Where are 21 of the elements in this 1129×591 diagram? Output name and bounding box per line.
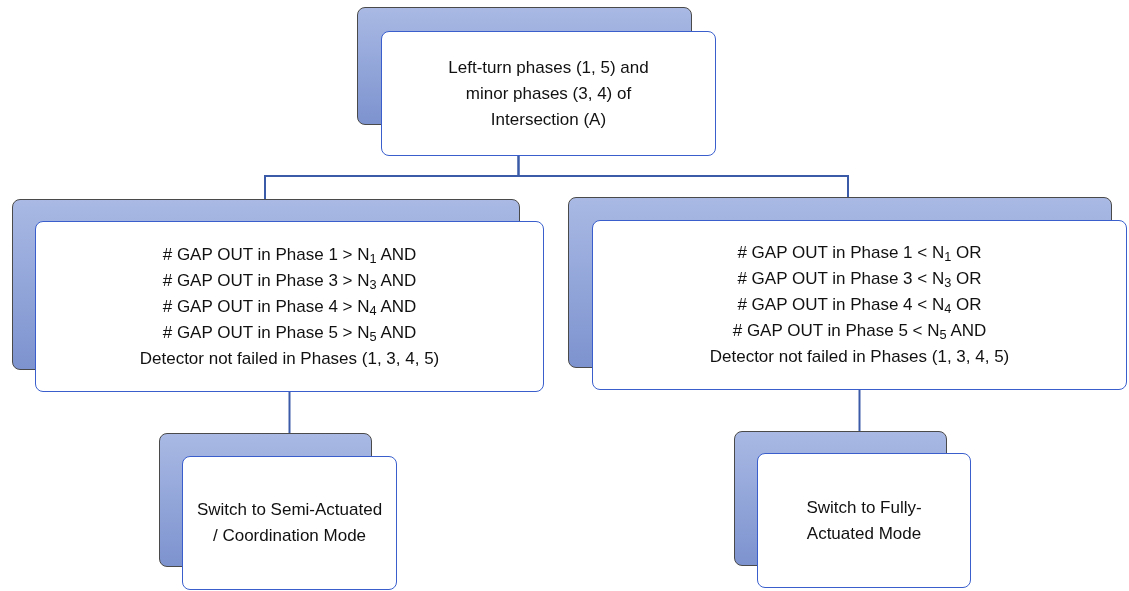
node-text: Left-turn phases (1, 5) and minor phases (3, 4) of Intersection (A) bbox=[447, 56, 650, 131]
node-text: # GAP OUT in Phase 5 > N$_{5}$ AND bbox=[162, 321, 417, 346]
node-text: Detector not failed in Phases (1, 3, 4, 5) bbox=[139, 347, 440, 370]
node-text: # GAP OUT in Phase 3 < N$_{3}$ OR bbox=[737, 268, 982, 292]
node-text: # GAP OUT in Phase 4 > N$_{4}$ AND bbox=[162, 295, 417, 320]
node-text: Switch to Fully-Actuated Mode bbox=[805, 496, 923, 545]
node-text: # GAP OUT in Phase 4 < N$_{4}$ OR bbox=[737, 294, 982, 318]
node-text: Switch to Semi-Actuated / Coordination Mode bbox=[195, 499, 384, 547]
stacked-box bbox=[159, 433, 397, 590]
connector-line bbox=[517, 155, 849, 198]
stacked-box bbox=[12, 199, 544, 392]
stacked-box bbox=[734, 431, 971, 588]
stacked-box bbox=[568, 197, 1127, 390]
node-text: # GAP OUT in Phase 1 > N$_{1}$ AND bbox=[162, 243, 417, 268]
node-text: # GAP OUT in Phase 5 < N$_{5}$ AND bbox=[732, 320, 987, 344]
node-text: Detector not failed in Phases (1, 3, 4, 5) bbox=[709, 346, 1010, 368]
connector-line bbox=[288, 391, 291, 434]
stacked-box bbox=[357, 7, 716, 156]
node-text: # GAP OUT in Phase 3 > N$_{3}$ AND bbox=[162, 269, 417, 294]
node-text: # GAP OUT in Phase 1 < N$_{1}$ OR bbox=[737, 242, 982, 266]
connector-line bbox=[858, 389, 861, 432]
